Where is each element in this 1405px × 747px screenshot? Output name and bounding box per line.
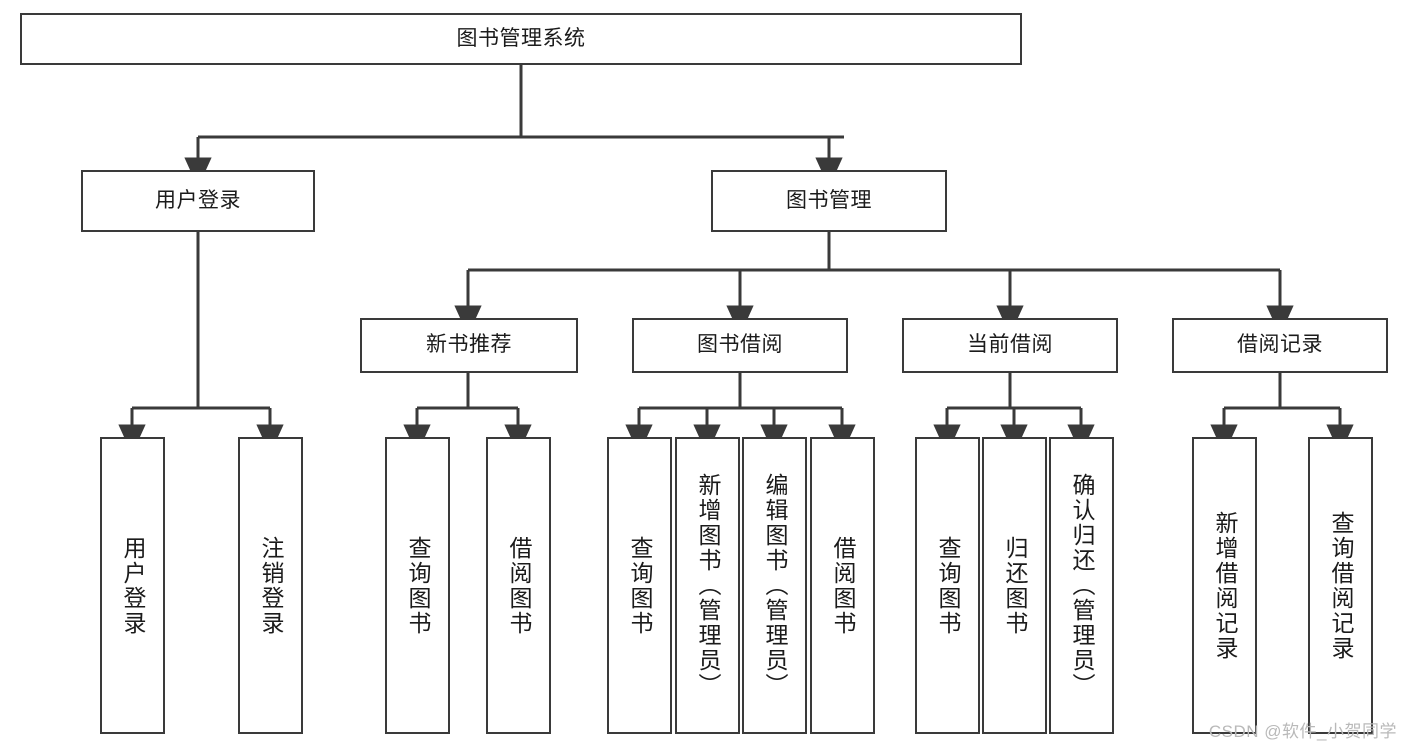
- node-root-system[interactable]: 图书管理系统: [20, 13, 1022, 65]
- node-label: 注销登录: [258, 535, 284, 636]
- node-label: 图书管理系统: [456, 26, 586, 50]
- node-borrow-record[interactable]: 借阅记录: [1172, 318, 1388, 373]
- node-current-borrow[interactable]: 当前借阅: [902, 318, 1118, 373]
- node-label: 借阅图书: [506, 535, 532, 636]
- node-book-management[interactable]: 图书管理: [711, 170, 947, 232]
- leaf-record-add-record[interactable]: 新增借阅记录: [1192, 437, 1257, 734]
- node-user-login[interactable]: 用户登录: [81, 170, 315, 232]
- leaf-borrow-add-book-admin[interactable]: 新增图书（管理员）: [675, 437, 740, 734]
- leaf-new-book-borrow[interactable]: 借阅图书: [486, 437, 551, 734]
- leaf-user-login-signin[interactable]: 用户登录: [100, 437, 165, 734]
- node-label: 新书推荐: [426, 333, 512, 357]
- node-label: 新增借阅记录: [1212, 510, 1238, 661]
- leaf-user-login-signout[interactable]: 注销登录: [238, 437, 303, 734]
- node-label: 查询借阅记录: [1328, 510, 1354, 661]
- leaf-current-return-book[interactable]: 归还图书: [982, 437, 1047, 734]
- leaf-new-book-query[interactable]: 查询图书: [385, 437, 450, 734]
- csdn-watermark: CSDN @软件_小贺同学: [1208, 722, 1397, 741]
- leaf-borrow-borrow-book[interactable]: 借阅图书: [810, 437, 875, 734]
- node-label: 用户登录: [155, 188, 241, 212]
- node-label: 借阅记录: [1237, 333, 1323, 357]
- node-label: 查询图书: [935, 535, 961, 636]
- node-label: 新增图书（管理员）: [695, 473, 721, 698]
- node-label: 当前借阅: [967, 333, 1053, 357]
- leaf-current-query-book[interactable]: 查询图书: [915, 437, 980, 734]
- leaf-current-confirm-return-admin[interactable]: 确认归还（管理员）: [1049, 437, 1114, 734]
- node-label: 图书管理: [786, 188, 872, 212]
- node-label: 查询图书: [627, 535, 653, 636]
- leaf-record-query-record[interactable]: 查询借阅记录: [1308, 437, 1373, 734]
- node-label: 归还图书: [1002, 535, 1028, 636]
- node-new-book-recommend[interactable]: 新书推荐: [360, 318, 578, 373]
- node-label: 确认归还（管理员）: [1069, 473, 1095, 698]
- node-label: 图书借阅: [697, 333, 783, 357]
- node-label: 编辑图书（管理员）: [762, 473, 788, 698]
- node-book-borrow[interactable]: 图书借阅: [632, 318, 848, 373]
- node-label: 用户登录: [120, 535, 146, 636]
- node-label: 查询图书: [405, 535, 431, 636]
- leaf-borrow-edit-book-admin[interactable]: 编辑图书（管理员）: [742, 437, 807, 734]
- leaf-borrow-query-book[interactable]: 查询图书: [607, 437, 672, 734]
- node-label: 借阅图书: [830, 535, 856, 636]
